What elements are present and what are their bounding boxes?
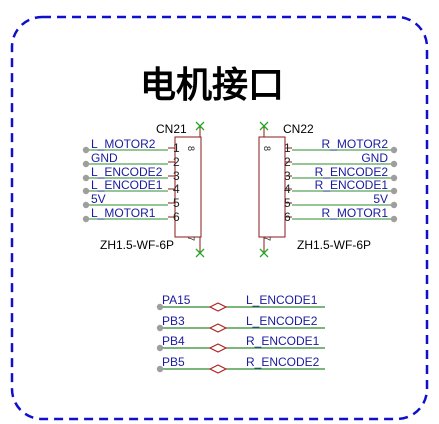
wire-terminal — [82, 146, 90, 154]
net-tie-diamond — [208, 343, 228, 353]
wire-terminal — [156, 324, 164, 332]
net-label-r-encode1: R_ENCODE1 — [315, 178, 389, 192]
pin-row: 5 5V — [82, 192, 180, 210]
net-tie-row: PB3 L_ENCODE2 — [156, 314, 325, 333]
pin-row: 6 R_MOTOR1 — [284, 206, 398, 224]
pin-row: 5 5V — [284, 192, 398, 210]
wire-terminal — [82, 215, 90, 223]
no-connect-mark — [195, 248, 205, 258]
wire-terminal — [390, 160, 398, 168]
cn22-mount-pin-top: 8 — [262, 146, 272, 151]
pin-number: 3 — [284, 169, 291, 183]
cn21-body — [174, 136, 202, 238]
pin-number: 4 — [173, 182, 180, 196]
net-label-5v: 5V — [91, 192, 106, 206]
net-label-r-encode2: R_ENCODE2 — [246, 355, 320, 369]
wire-terminal — [82, 201, 90, 209]
net-label-r-encode1: R_ENCODE1 — [246, 334, 320, 348]
pin-number: 6 — [284, 210, 291, 224]
net-label-l-encode1: L_ENCODE1 — [91, 178, 163, 192]
pin-row: 4 R_ENCODE1 — [284, 178, 398, 196]
pin-number: 5 — [173, 196, 180, 210]
pin-row: 3 R_ENCODE2 — [284, 165, 398, 183]
pin-row: 2 GND — [82, 151, 180, 169]
cn22-mount-pin-bottom: 7 — [262, 236, 272, 241]
pin-number: 3 — [173, 169, 180, 183]
wire-terminal — [156, 365, 164, 373]
cn22-body — [258, 136, 286, 238]
cn22-ref-label: CN22 — [283, 122, 314, 136]
pin-number: 6 — [173, 210, 180, 224]
cn21-mount-pin-bottom: 7 — [186, 236, 196, 241]
pin-number: 5 — [284, 196, 291, 210]
net-label-gnd: GND — [91, 151, 118, 165]
net-label-pb3: PB3 — [162, 314, 185, 328]
net-label-r-encode2: R_ENCODE2 — [315, 165, 389, 179]
net-label-l-encode1: L_ENCODE1 — [246, 293, 318, 307]
cn22-value-label: ZH1.5-WF-6P — [297, 238, 371, 252]
pin-row: 6 L_MOTOR1 — [82, 206, 180, 224]
net-label-5v: 5V — [373, 192, 388, 206]
wire-terminal — [390, 174, 398, 182]
no-connect-mark — [259, 248, 269, 258]
net-tie-row: PB4 R_ENCODE1 — [156, 334, 325, 353]
pin-row: 2 GND — [284, 151, 398, 169]
wire-terminal — [390, 187, 398, 195]
pin-number: 2 — [284, 155, 291, 169]
net-label-gnd: GND — [361, 151, 388, 165]
pin-row: 1 R_MOTOR2 — [284, 137, 398, 155]
wire-terminal — [390, 215, 398, 223]
wire-terminal — [156, 303, 164, 311]
net-tie-diamond — [208, 302, 228, 312]
net-tie-row: PB5 R_ENCODE2 — [156, 355, 325, 374]
net-label-r-motor2: R_MOTOR2 — [322, 137, 389, 151]
no-connect-mark — [259, 121, 269, 131]
net-label-r-motor1: R_MOTOR1 — [322, 206, 389, 220]
net-label-l-motor2: L_MOTOR2 — [91, 137, 156, 151]
net-label-pa15: PA15 — [162, 293, 191, 307]
wire-terminal — [156, 344, 164, 352]
net-label-l-motor1: L_MOTOR1 — [91, 206, 156, 220]
net-label-l-encode2: L_ENCODE2 — [246, 314, 318, 328]
net-tie-diamond — [208, 323, 228, 333]
no-connect-mark — [195, 121, 205, 131]
pin-number: 1 — [284, 141, 291, 155]
wire-terminal — [390, 201, 398, 209]
wire-terminal — [390, 146, 398, 154]
cn21-value-label: ZH1.5-WF-6P — [100, 238, 174, 252]
pin-number: 2 — [173, 155, 180, 169]
cn21-mount-pin-top: 8 — [186, 146, 196, 151]
net-label-pb4: PB4 — [162, 334, 185, 348]
pin-row: 3 L_ENCODE2 — [82, 165, 180, 183]
net-tie-row: PA15 L_ENCODE1 — [156, 293, 325, 312]
net-label-l-encode2: L_ENCODE2 — [91, 165, 163, 179]
pin-row: 1 L_MOTOR2 — [82, 137, 180, 155]
net-tie-diamond — [208, 364, 228, 374]
cn21-ref-label: CN21 — [156, 122, 187, 136]
wire-terminal — [82, 174, 90, 182]
sheet-title: 电机接口 — [140, 65, 284, 106]
pin-number: 1 — [173, 141, 180, 155]
wire-terminal — [82, 160, 90, 168]
pin-row: 4 L_ENCODE1 — [82, 178, 180, 196]
net-label-pb5: PB5 — [162, 355, 185, 369]
wire-terminal — [82, 187, 90, 195]
sheet-border — [10, 15, 429, 421]
pin-number: 4 — [284, 182, 291, 196]
